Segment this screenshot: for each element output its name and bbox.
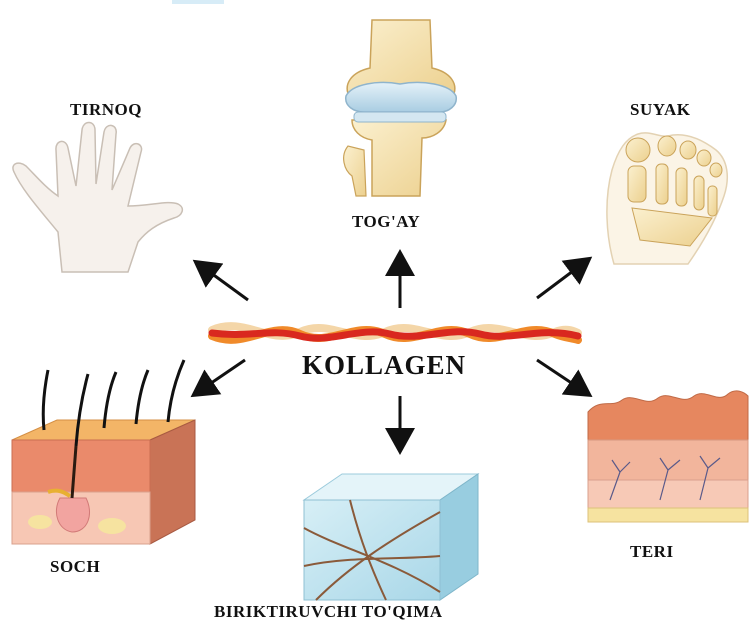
arrow-to-skin xyxy=(537,360,585,392)
label-bone: SUYAK xyxy=(630,100,690,120)
foot-bone-icon xyxy=(607,133,727,264)
center-label-collagen: KOLLAGEN xyxy=(302,350,466,381)
label-skin: TERI xyxy=(630,542,674,562)
hair-follicle-icon xyxy=(12,360,195,544)
knee-joint-icon xyxy=(344,20,457,196)
label-nail: TIRNOQ xyxy=(70,100,142,120)
top-decoration xyxy=(172,0,224,4)
label-hair: SOCH xyxy=(50,557,100,577)
skin-layers-icon xyxy=(588,391,748,522)
collagen-fiber-icon xyxy=(212,326,578,340)
arrow-to-bone xyxy=(537,262,585,298)
label-connective-tissue: BIRIKTIRUVCHI TO'QIMA xyxy=(214,602,443,622)
arrow-to-hair xyxy=(198,360,245,392)
hand-icon xyxy=(13,123,182,273)
label-cartilage: TOG'AY xyxy=(352,212,420,232)
arrow-to-nail xyxy=(200,265,248,300)
tissue-cube-icon xyxy=(304,474,478,600)
